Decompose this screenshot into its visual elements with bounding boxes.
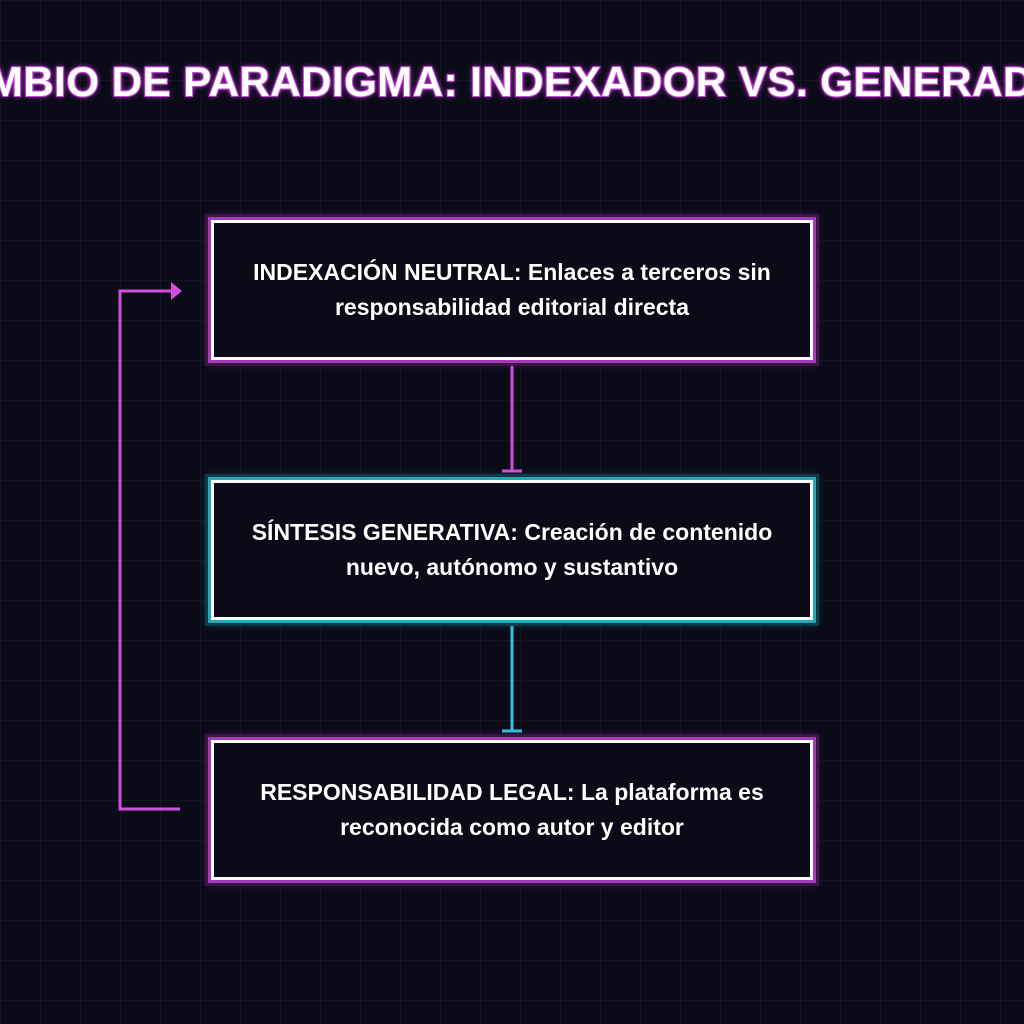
- node-sintesis-generativa: SÍNTESIS GENERATIVA: Creación de conteni…: [211, 480, 813, 620]
- feedback-loop-arrowhead: [171, 282, 182, 300]
- node-indexacion-neutral-text: INDEXACIÓN NEUTRAL: Enlaces a terceros s…: [253, 259, 771, 320]
- node-sintesis-generativa-text: SÍNTESIS GENERATIVA: Creación de conteni…: [251, 519, 773, 580]
- node-responsabilidad-legal: RESPONSABILIDAD LEGAL: La plataforma es …: [211, 740, 813, 880]
- node-indexacion-neutral: INDEXACIÓN NEUTRAL: Enlaces a terceros s…: [211, 220, 813, 360]
- diagram-title: CAMBIO DE PARADIGMA: INDEXADOR VS. GENER…: [0, 57, 1024, 106]
- feedback-loop-connector: [118, 289, 180, 811]
- node-responsabilidad-legal-text: RESPONSABILIDAD LEGAL: La plataforma es …: [260, 779, 764, 840]
